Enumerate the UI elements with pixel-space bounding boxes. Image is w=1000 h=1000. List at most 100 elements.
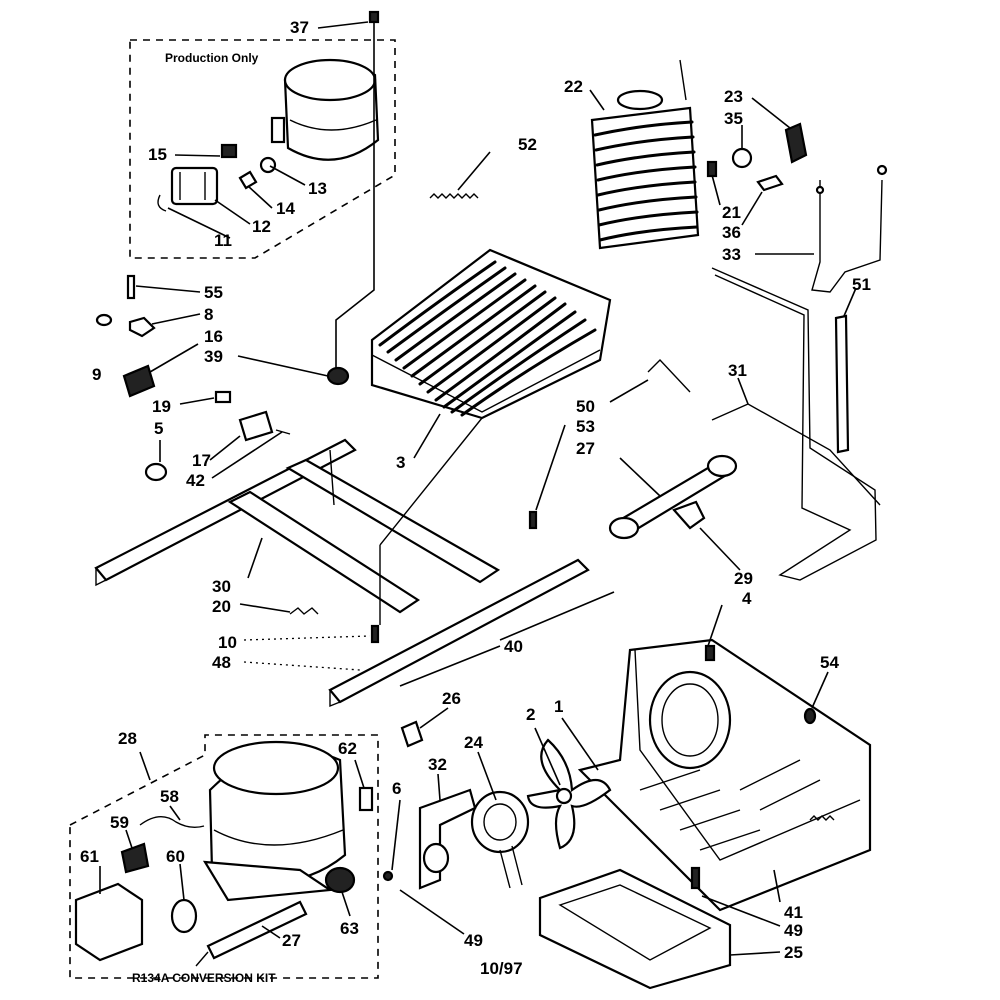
compressor-production bbox=[259, 58, 380, 174]
callout-9: 9 bbox=[92, 365, 101, 384]
tube-31 bbox=[711, 267, 881, 581]
callout-52: 52 bbox=[518, 135, 537, 154]
part-60 bbox=[170, 898, 198, 934]
date-code: 10/97 bbox=[480, 959, 523, 978]
leader-lines bbox=[99, 21, 857, 956]
conversion-kit-label: R134A CONVERSION KIT bbox=[132, 971, 276, 985]
tube-51 bbox=[834, 314, 850, 454]
callout-29: 29 bbox=[734, 569, 753, 588]
callout-5: 5 bbox=[154, 419, 163, 438]
callout-49-left: 49 bbox=[464, 931, 483, 950]
callout-59: 59 bbox=[110, 813, 129, 832]
callout-17: 17 bbox=[192, 451, 211, 470]
callout-10: 10 bbox=[218, 633, 237, 652]
clip-29 bbox=[672, 500, 706, 530]
part-21 bbox=[706, 160, 718, 178]
callout-8: 8 bbox=[204, 305, 213, 324]
part-17 bbox=[238, 410, 274, 442]
frame-rails bbox=[94, 438, 590, 708]
part-11-wire bbox=[157, 194, 167, 212]
conversion-kit-box: R134A CONVERSION KIT bbox=[69, 734, 379, 985]
callout-22: 22 bbox=[564, 77, 583, 96]
drain-pan-25 bbox=[538, 868, 732, 990]
part-39 bbox=[326, 366, 350, 386]
screw-37 bbox=[335, 10, 380, 370]
relay-61 bbox=[74, 882, 144, 962]
callout-58: 58 bbox=[160, 787, 179, 806]
part-35 bbox=[731, 147, 753, 169]
callout-33: 33 bbox=[722, 245, 741, 264]
callout-24: 24 bbox=[464, 733, 483, 752]
callout-41: 41 bbox=[784, 903, 803, 922]
hook-50 bbox=[647, 358, 691, 393]
leader-rail-condenser bbox=[329, 417, 483, 625]
callout-11: 11 bbox=[214, 231, 232, 250]
callout-21: 21 bbox=[722, 203, 741, 222]
motor-24 bbox=[470, 790, 530, 889]
part-16 bbox=[122, 364, 156, 398]
part-20-clip bbox=[289, 607, 319, 615]
callout-15: 15 bbox=[148, 145, 167, 164]
callout-1: 1 bbox=[554, 697, 563, 716]
callout-39: 39 bbox=[204, 347, 223, 366]
part-26 bbox=[400, 720, 424, 748]
callout-62: 62 bbox=[338, 739, 357, 758]
part-62 bbox=[358, 786, 374, 812]
bracket-23 bbox=[784, 122, 808, 164]
callout-12: 12 bbox=[252, 217, 271, 236]
part-42 bbox=[275, 429, 291, 435]
screw-53 bbox=[528, 510, 538, 530]
fan-blade-2 bbox=[526, 738, 612, 850]
callout-60: 60 bbox=[166, 847, 185, 866]
callout-27-kit: 27 bbox=[282, 931, 301, 950]
callout-61: 61 bbox=[80, 847, 99, 866]
part-54 bbox=[803, 707, 817, 725]
base-plate-41 bbox=[577, 638, 872, 912]
screw-55 bbox=[126, 274, 136, 300]
callout-6: 6 bbox=[392, 779, 401, 798]
callout-20: 20 bbox=[212, 597, 231, 616]
part-5 bbox=[144, 462, 168, 482]
part-9 bbox=[95, 313, 113, 327]
callout-55: 55 bbox=[204, 283, 223, 302]
part-63 bbox=[324, 866, 356, 894]
callout-2: 2 bbox=[526, 705, 535, 724]
bracket-32 bbox=[382, 788, 477, 890]
callout-48: 48 bbox=[212, 653, 231, 672]
tube-33 bbox=[811, 164, 888, 293]
callout-31: 31 bbox=[728, 361, 747, 380]
callout-54: 54 bbox=[820, 653, 839, 672]
callout-50: 50 bbox=[576, 397, 595, 416]
callout-labels: 37 52 22 23 3 5 15 13 1 4 12 11 21 36 33 5… bbox=[80, 18, 871, 962]
production-only-box: Production Only bbox=[129, 39, 396, 259]
callout-3: 3 bbox=[396, 453, 405, 472]
compressor-kit bbox=[202, 740, 347, 902]
part-36 bbox=[756, 174, 784, 192]
part-8 bbox=[128, 316, 156, 338]
screw-49 bbox=[690, 866, 701, 890]
part-14-clip bbox=[238, 170, 258, 190]
production-only-label: Production Only bbox=[165, 51, 259, 65]
callout-28: 28 bbox=[118, 729, 137, 748]
part-59 bbox=[120, 842, 150, 874]
relay-part-12 bbox=[170, 166, 219, 206]
callout-26: 26 bbox=[442, 689, 461, 708]
callout-51: 51 bbox=[852, 275, 871, 294]
part-19 bbox=[214, 390, 232, 404]
callout-49-right: 49 bbox=[784, 921, 803, 940]
drier-27-top bbox=[608, 454, 738, 540]
callout-13: 13 bbox=[308, 179, 327, 198]
callout-23: 23 bbox=[724, 87, 743, 106]
callout-4: 4 bbox=[742, 589, 752, 608]
callout-40: 40 bbox=[504, 637, 523, 656]
callout-63: 63 bbox=[340, 919, 359, 938]
callout-42: 42 bbox=[186, 471, 205, 490]
part-15-clip bbox=[220, 143, 238, 159]
callout-19: 19 bbox=[152, 397, 171, 416]
callout-37: 37 bbox=[290, 18, 309, 37]
callout-36: 36 bbox=[722, 223, 741, 242]
callout-30: 30 bbox=[212, 577, 231, 596]
callout-27-top: 27 bbox=[576, 439, 595, 458]
condenser-3 bbox=[370, 248, 612, 420]
